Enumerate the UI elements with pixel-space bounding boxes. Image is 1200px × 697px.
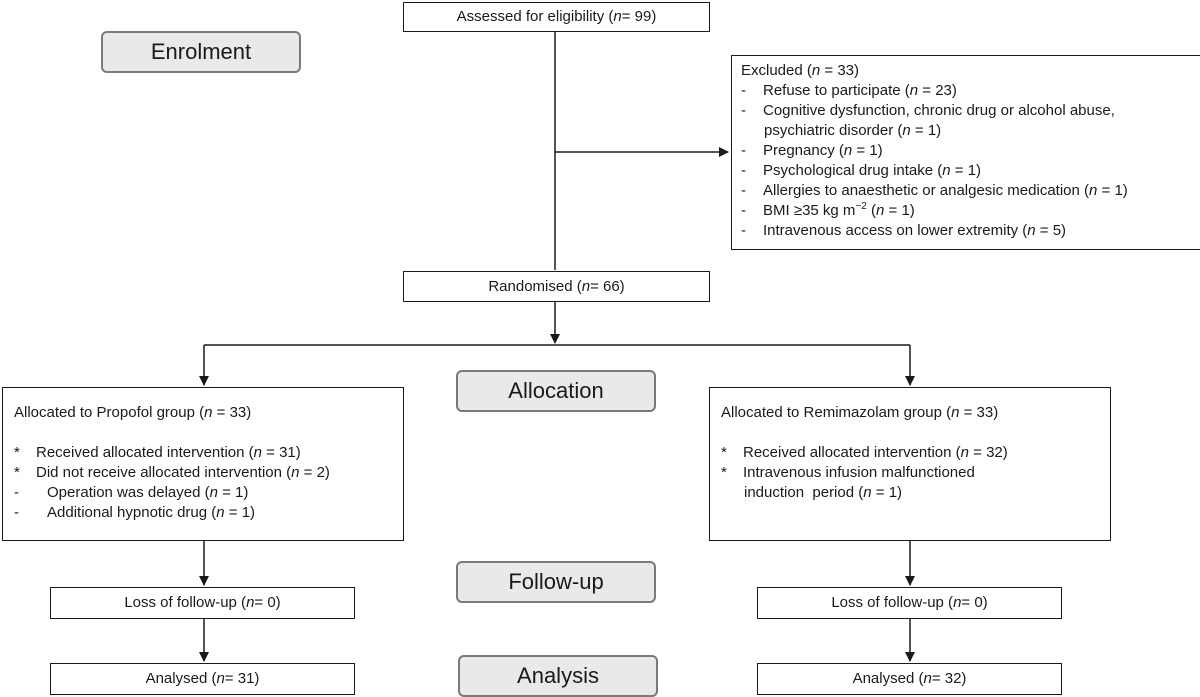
excluded-item: -Intravenous access on lower extremity (… xyxy=(741,222,1067,239)
excluded-item: -Allergies to anaesthetic or analgesic m… xyxy=(741,182,1128,199)
stage-follow-up: Follow-up xyxy=(456,561,656,603)
propofol-sub-reason: -Operation was delayed (n = 1) xyxy=(14,484,249,501)
excluded-item: -BMI ≥35 kg m−2 (n = 1) xyxy=(741,201,915,220)
propofol-analysed-box: Analysed (n = 31) xyxy=(50,663,355,695)
excluded-item: -Psychological drug intake (n = 1) xyxy=(741,162,982,179)
excluded-title: Excluded (n = 33) xyxy=(741,62,859,79)
stage-enrolment: Enrolment xyxy=(101,31,301,73)
assessed-box: Assessed for eligibility (n = 99) xyxy=(403,2,710,32)
excluded-box: Excluded (n = 33) -Refuse to participate… xyxy=(731,55,1200,250)
remimazolam-malfunction-continuation: induction period (n = 1) xyxy=(744,484,903,501)
propofol-sub-reason: -Additional hypnotic drug (n = 1) xyxy=(14,504,256,521)
propofol-title: Allocated to Propofol group (n = 33) xyxy=(14,404,252,421)
stage-analysis: Analysis xyxy=(458,655,658,697)
propofol-not-received: *Did not receive allocated intervention … xyxy=(14,464,330,481)
propofol-allocation-box: Allocated to Propofol group (n = 33) *Re… xyxy=(2,387,404,541)
propofol-loss-box: Loss of follow-up (n = 0) xyxy=(50,587,355,619)
remimazolam-received: *Received allocated intervention (n = 32… xyxy=(721,444,1008,461)
remimazolam-allocation-box: Allocated to Remimazolam group (n = 33) … xyxy=(709,387,1111,541)
randomised-box: Randomised (n = 66) xyxy=(403,271,710,302)
stage-allocation: Allocation xyxy=(456,370,656,412)
excluded-item-continuation: psychiatric disorder (n = 1) xyxy=(764,122,942,139)
excluded-item: -Refuse to participate (n = 23) xyxy=(741,82,957,99)
remimazolam-malfunction: *Intravenous infusion malfunctioned xyxy=(721,464,975,481)
remimazolam-title: Allocated to Remimazolam group (n = 33) xyxy=(721,404,999,421)
remimazolam-loss-box: Loss of follow-up (n = 0) xyxy=(757,587,1062,619)
excluded-item: -Cognitive dysfunction, chronic drug or … xyxy=(741,102,1115,119)
propofol-received: *Received allocated intervention (n = 31… xyxy=(14,444,301,461)
remimazolam-analysed-box: Analysed (n = 32) xyxy=(757,663,1062,695)
excluded-item: -Pregnancy (n = 1) xyxy=(741,142,883,159)
